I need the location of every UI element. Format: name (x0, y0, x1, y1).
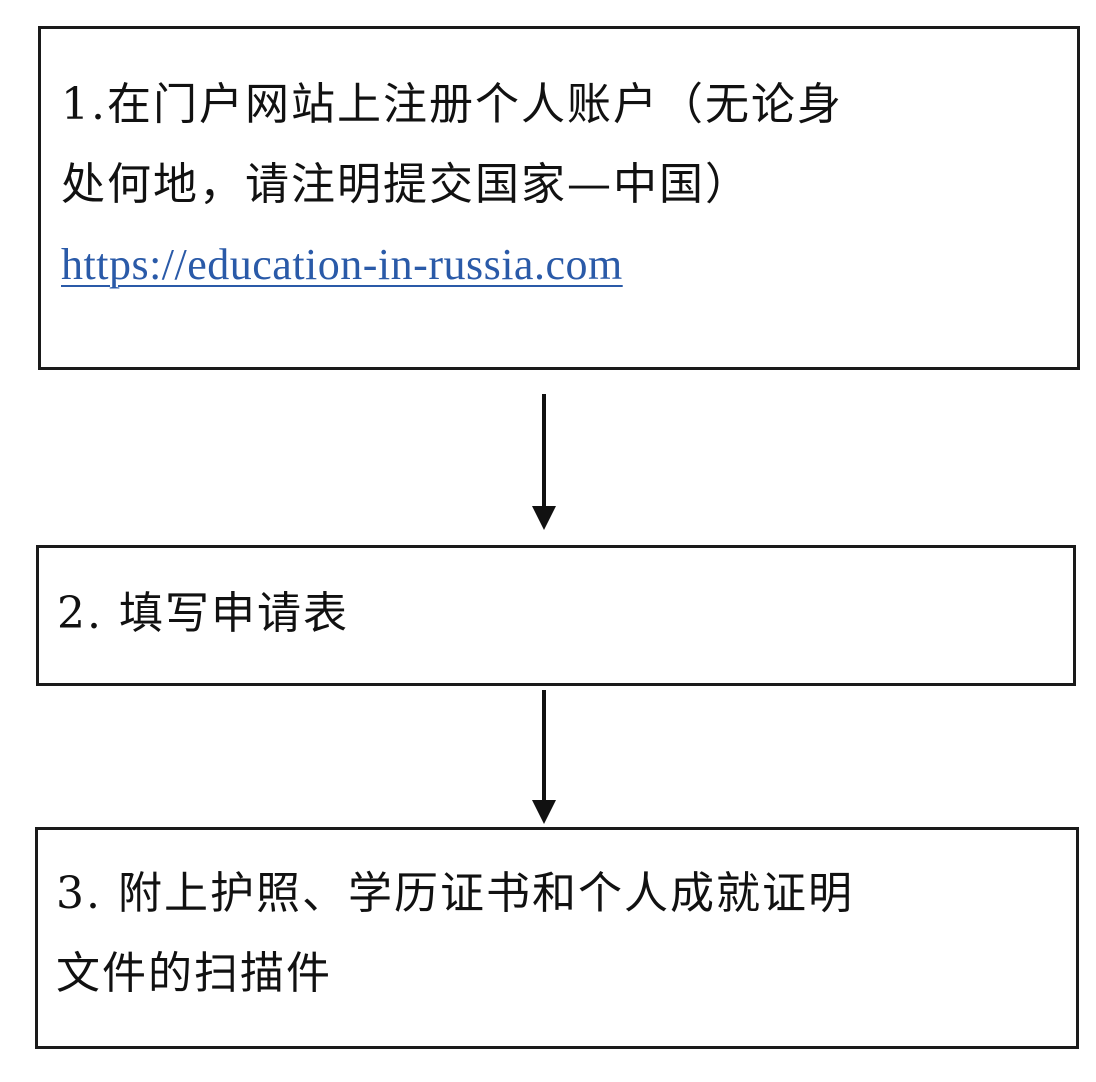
step-3-box: 3. 附上护照、学历证书和个人成就证明 文件的扫描件 (35, 827, 1079, 1049)
step-1-line-1: 1.在门户网站上注册个人账户（无论身 (61, 79, 843, 130)
step-2-box: 2. 填写申请表 (36, 545, 1076, 686)
step-1-line-2: 处何地，请注明提交国家—中国） (61, 159, 751, 210)
arrow-2-head (532, 800, 556, 824)
step-2-line-1: 2. 填写申请表 (57, 588, 349, 639)
arrow-2-shaft (542, 690, 546, 806)
step-3-line-1: 3. 附上护照、学历证书和个人成就证明 (56, 868, 854, 919)
step-1-box: 1.在门户网站上注册个人账户（无论身 处何地，请注明提交国家—中国） https… (38, 26, 1080, 370)
step-2-text: 2. 填写申请表 (57, 574, 349, 654)
step-3-line-2: 文件的扫描件 (56, 948, 332, 999)
step-3-text: 3. 附上护照、学历证书和个人成就证明 文件的扫描件 (56, 854, 854, 1014)
portal-link[interactable]: https://education-in-russia.com (61, 240, 623, 289)
arrow-down-icon (529, 690, 559, 826)
arrow-1-head (532, 506, 556, 530)
arrow-down-icon (529, 394, 559, 532)
arrow-1-shaft (542, 394, 546, 512)
step-1-text: 1.在门户网站上注册个人账户（无论身 处何地，请注明提交国家—中国） https… (61, 65, 843, 305)
